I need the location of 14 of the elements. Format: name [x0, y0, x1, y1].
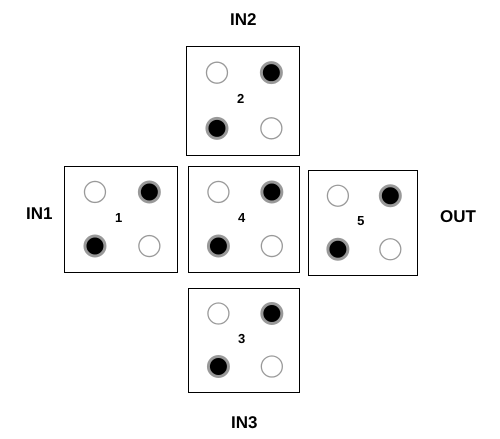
box-number: 5 [357, 214, 364, 228]
square-panel [188, 166, 300, 273]
box-number: 4 [238, 210, 246, 225]
square-panel [188, 288, 300, 393]
square-panel [64, 166, 178, 273]
port-label: IN2 [230, 10, 256, 30]
box-number: 1 [114, 210, 122, 225]
square-panel [308, 170, 418, 276]
square-panel [186, 46, 300, 156]
port-label: IN3 [231, 413, 258, 433]
box-number: 2 [236, 92, 244, 106]
port-label: OUT [440, 207, 476, 227]
box-number: 3 [238, 332, 246, 346]
port-label: IN1 [26, 204, 52, 224]
